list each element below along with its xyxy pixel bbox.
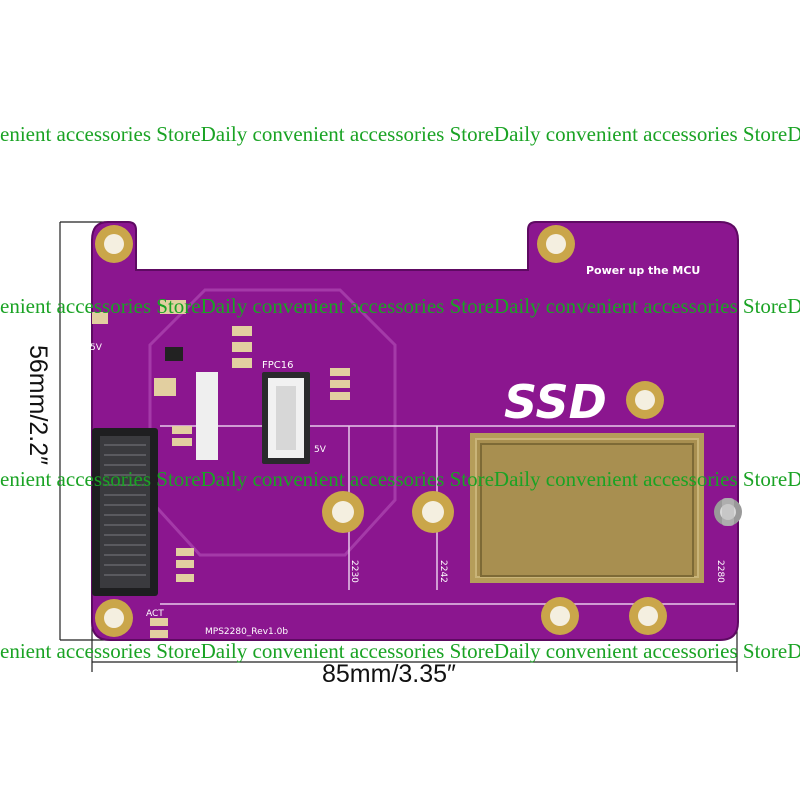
slot-label: 2280	[715, 560, 725, 583]
revision-label: MPS2280_Rev1.0b	[205, 627, 288, 637]
act-label: ACT	[146, 609, 164, 619]
mcu-label: Power up the MCU	[586, 264, 700, 277]
voltage-label: 5V	[314, 445, 327, 455]
mounting-holes	[95, 225, 667, 637]
screw-icon	[714, 498, 742, 526]
smd-components	[92, 300, 350, 638]
mounting-hole-icon	[95, 599, 133, 637]
mounting-hole-icon	[629, 597, 667, 635]
slot-label: 2242	[438, 560, 448, 583]
gold-pad-area	[470, 433, 704, 583]
mounting-hole-icon	[95, 225, 133, 263]
voltage-label: 5V	[90, 343, 103, 353]
mounting-hole-icon	[322, 491, 364, 533]
fpc-connector	[196, 372, 310, 464]
pcb-octagon	[148, 288, 397, 557]
width-dimension-label: 85mm/3.35″	[322, 660, 456, 688]
height-dimension-label: 56mm/2.2″	[24, 345, 52, 466]
fpc-label: FPC16	[262, 360, 294, 371]
mounting-hole-icon	[626, 381, 664, 419]
ssd-label: SSD	[504, 375, 607, 429]
m2-connector	[92, 428, 158, 596]
mounting-hole-icon	[541, 597, 579, 635]
slot-label: 2230	[349, 560, 359, 583]
mounting-hole-icon	[412, 491, 454, 533]
dimension-lines	[59, 221, 738, 672]
mounting-hole-icon	[537, 225, 575, 263]
